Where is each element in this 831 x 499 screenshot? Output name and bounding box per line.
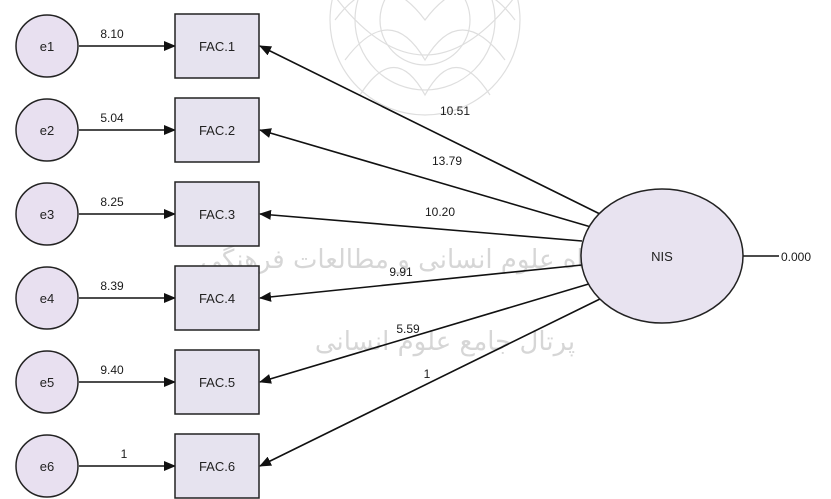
factor-node-fac6: FAC.6 <box>174 433 260 499</box>
error-node-e3: e3 <box>15 182 79 246</box>
error-path-labels: 8.10 5.04 8.25 8.39 9.40 1 <box>100 27 127 461</box>
error-label-e5: e5 <box>40 375 54 390</box>
loading-label-e5: 9.40 <box>100 363 124 377</box>
watermark-text-line2: پرتال جامع علوم انسانی <box>315 327 575 357</box>
latent-node-nis: NIS <box>580 188 744 324</box>
factor-label-fac3: FAC.3 <box>199 207 235 222</box>
factor-node-fac5: FAC.5 <box>174 349 260 415</box>
path-label-fac5: 5.59 <box>396 322 420 336</box>
loading-label-e6: 1 <box>121 447 128 461</box>
error-node-e5: e5 <box>15 350 79 414</box>
error-label-e2: e2 <box>40 123 54 138</box>
factor-node-fac2: FAC.2 <box>174 97 260 163</box>
error-node-e4: e4 <box>15 266 79 330</box>
factor-label-fac5: FAC.5 <box>199 375 235 390</box>
latent-label: NIS <box>651 249 673 264</box>
error-node-e2: e2 <box>15 98 79 162</box>
watermark-emblem <box>329 0 521 116</box>
error-paths <box>79 41 176 471</box>
factor-node-fac4: FAC.4 <box>174 265 260 331</box>
loading-label-e1: 8.10 <box>100 27 124 41</box>
factor-label-fac2: FAC.2 <box>199 123 235 138</box>
factor-nodes: FAC.1 FAC.2 FAC.3 FAC.4 FAC.5 FAC.6 <box>174 13 260 499</box>
latent-paths <box>259 45 605 467</box>
error-node-e1: e1 <box>15 14 79 78</box>
path-nis-fac2 <box>259 128 592 228</box>
path-nis-fac3 <box>259 209 583 242</box>
path-label-fac2: 13.79 <box>432 154 462 168</box>
path-label-fac3: 10.20 <box>425 205 455 219</box>
error-nodes: e1 e2 e3 e4 e5 e6 <box>15 14 79 498</box>
path-nis-fac5 <box>259 282 593 384</box>
error-node-e6: e6 <box>15 434 79 498</box>
factor-node-fac1: FAC.1 <box>174 13 260 79</box>
path-label-fac4: 9.91 <box>389 265 413 279</box>
factor-label-fac6: FAC.6 <box>199 459 235 474</box>
factor-node-fac3: FAC.3 <box>174 181 260 247</box>
error-label-e3: e3 <box>40 207 54 222</box>
error-label-e1: e1 <box>40 39 54 54</box>
factor-label-fac1: FAC.1 <box>199 39 235 54</box>
loading-label-e4: 8.39 <box>100 279 124 293</box>
error-label-e6: e6 <box>40 459 54 474</box>
path-nis-fac6 <box>259 296 605 467</box>
factor-label-fac4: FAC.4 <box>199 291 235 306</box>
latent-variance-label: 0.000 <box>781 250 811 264</box>
loading-label-e2: 5.04 <box>100 111 124 125</box>
loading-label-e3: 8.25 <box>100 195 124 209</box>
path-label-fac1: 10.51 <box>440 104 470 118</box>
watermark: پژوهشگاه علوم انسانی و مطالعات فرهنگی پر… <box>200 0 670 357</box>
error-label-e4: e4 <box>40 291 54 306</box>
latent-path-labels: 10.51 13.79 10.20 9.91 5.59 1 <box>389 104 470 381</box>
path-nis-fac1 <box>259 45 605 217</box>
path-label-fac6: 1 <box>424 367 431 381</box>
path-nis-fac4 <box>259 264 583 302</box>
